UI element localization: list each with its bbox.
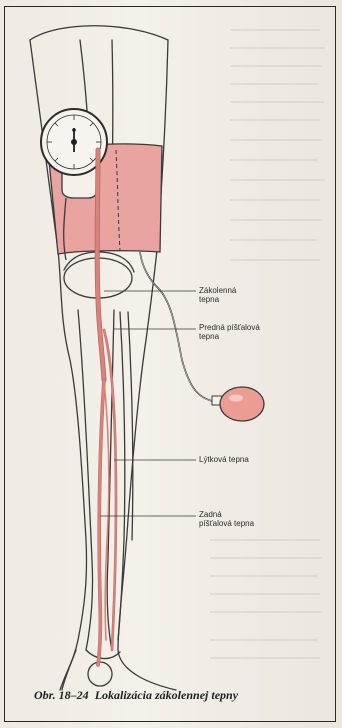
caption-number: Obr. 18–24: [34, 688, 89, 702]
inflation-bulb-icon: [212, 387, 264, 421]
caption-text: Lokalizácia zákolennej tepny: [95, 688, 238, 702]
label-posterior-tibial-artery: Zadnápíšťalová tepna: [199, 510, 254, 528]
label-anterior-tibial-artery: Predná píšťalovátepna: [199, 323, 260, 341]
figure-caption: Obr. 18–24 Lokalizácia zákolennej tepny: [34, 688, 334, 703]
label-fibular-artery: Lýtková tepna: [199, 455, 249, 464]
background-text-lines: [210, 30, 325, 658]
label-popliteal-artery: Zákolennátepna: [199, 286, 236, 304]
